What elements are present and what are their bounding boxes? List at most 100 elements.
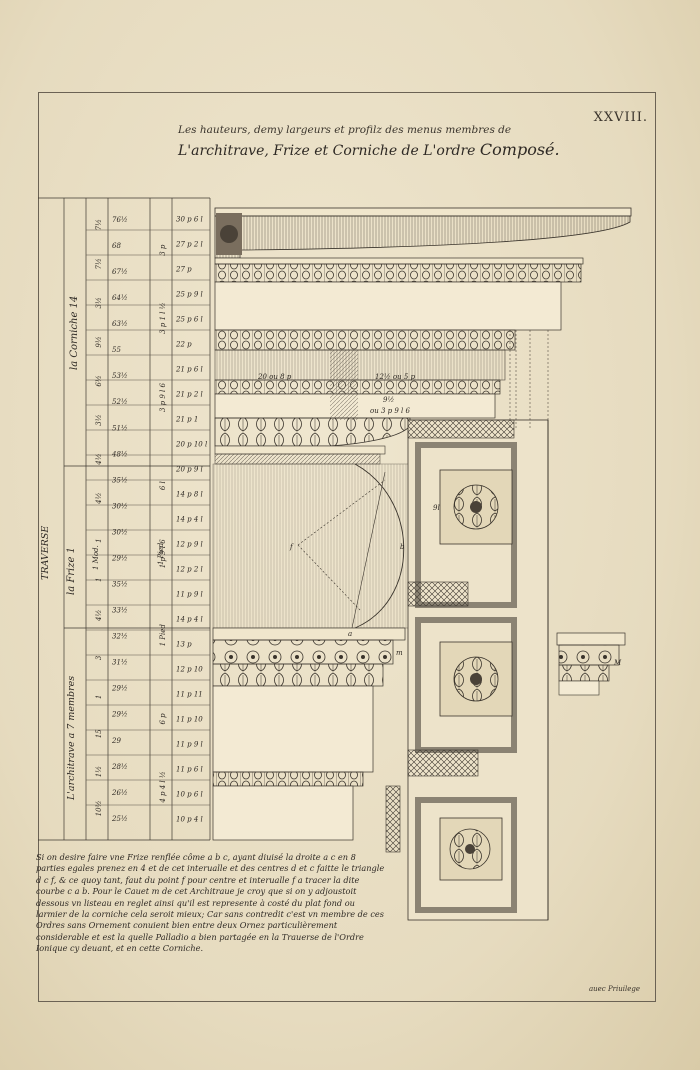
- frieze-profile: [212, 463, 414, 629]
- privilege-note: auec Priuilege: [588, 985, 640, 993]
- table-cell-projection: 35½: [112, 581, 128, 589]
- table-cell-height: 3 p: [159, 244, 167, 256]
- table-cell-height: 1 p 9 l 6: [159, 539, 167, 569]
- table-cell-feet: 25 p 6 l: [175, 315, 203, 323]
- table-cell-feet: 20 p 9 l: [175, 465, 203, 473]
- table-cell-height: 6 l: [159, 481, 167, 490]
- table-cell-member: 1½: [95, 766, 103, 777]
- table-cell-feet: 14 p 8 l: [176, 490, 203, 498]
- table-cell-projection: 67½: [112, 268, 128, 276]
- letter-m: m: [396, 649, 403, 657]
- table-cell-feet: 12 p 9 l: [176, 540, 203, 548]
- side-profile-detail: [556, 632, 626, 696]
- soffit-panels: [385, 419, 549, 921]
- table-cell-projection: 30½: [112, 528, 128, 536]
- table-cell-feet: 27 p: [175, 265, 192, 273]
- table-cell-feet: 11 p 9 l: [176, 590, 203, 598]
- table-cell-member: 3: [95, 655, 103, 660]
- table-cell-feet: 13 p: [176, 640, 192, 648]
- label-pied: 1 Pied: [157, 542, 165, 565]
- table-cell-member: 3½: [95, 414, 103, 425]
- table-cell-feet: 22 p: [175, 340, 192, 348]
- table-cell-feet: 12 p 10: [176, 665, 203, 673]
- table-cell-member: 9½: [95, 336, 103, 347]
- table-cell-feet: 21 p 1: [175, 415, 198, 423]
- table-cell-projection: 76½: [112, 216, 128, 224]
- table-cell-member: 7½: [95, 258, 103, 269]
- letter-a: a: [348, 630, 352, 638]
- architrave-profile: [212, 627, 406, 841]
- letter-b: b: [400, 543, 405, 551]
- caption-text: Si on desire faire vne Frize renflée côm…: [36, 852, 385, 954]
- label-module: 1 Mod.: [92, 545, 100, 570]
- table-cell-projection: 64½: [112, 294, 128, 302]
- dim-12-ou-5p: 12½ ou 5 p: [375, 373, 416, 381]
- label-frize: la Frize 1: [66, 547, 77, 595]
- title-order-name: Composé.: [479, 140, 560, 159]
- table-cell-member: 4½: [95, 492, 103, 504]
- plate-number: XXVIII.: [593, 110, 648, 125]
- plate-border: [38, 92, 656, 1002]
- table-cell-feet: 11 p 10: [176, 715, 203, 723]
- table-cell-member: 4½: [95, 453, 103, 465]
- table-cell-feet: 11 p 9 l: [176, 740, 203, 748]
- title-line-2-text: L'architrave, Frize et Corniche de L'ord…: [178, 143, 480, 159]
- table-cell-member: 1: [95, 695, 103, 699]
- cornice-profile: [214, 207, 632, 465]
- dim-9-half-b: ou 3 p 9 l 6: [370, 407, 410, 415]
- table-cell-projection: 29: [111, 737, 121, 745]
- table-cell-height: 3 p 1 l ½: [159, 302, 167, 334]
- label-architrave: L'architrave a 7 membres: [66, 676, 77, 801]
- table-column-feet: 30 p 6 l 27 p 2 l 27 p 25 p 9 l 25 p 6 l 22 p…: [175, 215, 207, 823]
- table-cell-feet: 21 p 6 l: [175, 365, 203, 373]
- table-cell-feet: 11 p 11: [176, 690, 203, 698]
- table-column-heights: 3 p3 p 1 l ½3 p 9 l 66 l1 p 9 l 61 Pied6…: [159, 244, 167, 804]
- table-cell-member: 10½: [95, 800, 103, 816]
- table-cell-member: 1: [95, 577, 103, 581]
- table-cell-height: 6 p: [159, 713, 167, 725]
- table-cell-feet: 10 p 6 l: [176, 790, 203, 798]
- table-cell-feet: 21 p 2 l: [175, 390, 203, 398]
- table-cell-projection: 29½: [111, 554, 128, 562]
- table-cell-height: 3 p 9 l 6: [159, 383, 167, 413]
- table-cell-feet: 10 p 4 l: [176, 815, 203, 823]
- table-cell-projection: 26½: [111, 789, 128, 797]
- table-cell-feet: 14 p 4 l: [176, 515, 203, 523]
- table-cell-feet: 27 p 2 l: [175, 240, 203, 248]
- table-cell-height: 4 p 4 l ½: [159, 771, 167, 804]
- title-line-2: L'architrave, Frize et Corniche de L'ord…: [178, 140, 560, 159]
- table-cell-feet: 14 p 4 l: [176, 615, 203, 623]
- table-cell-projection: 28½: [111, 763, 128, 771]
- table-cell-member: 4½: [95, 610, 103, 622]
- table-cell-projection: 51½: [112, 424, 128, 432]
- label-9l: 9l: [433, 504, 440, 512]
- table-cell-feet: 30 p 6 l: [176, 215, 203, 223]
- label-corniche: la Corniche 14: [69, 296, 80, 370]
- table-cell-height: 1 Pied: [159, 624, 167, 647]
- table-cell-projection: 29½: [111, 685, 128, 693]
- dim-9-half: 9½: [383, 396, 394, 404]
- table-cell-member: 3½: [95, 297, 103, 308]
- table-cell-projection: 32½: [112, 633, 128, 641]
- table-cell-feet: 11 p 6 l: [176, 765, 203, 773]
- table-cell-projection: 31½: [112, 659, 128, 667]
- table-cell-projection: 35½: [112, 476, 128, 484]
- projection-lines: [509, 330, 549, 430]
- dim-20-ou-8p: 20 ou 8 p: [257, 373, 292, 381]
- table-cell-projection: 29½: [111, 711, 128, 719]
- table-cell-projection: 52½: [112, 398, 128, 406]
- table-cell-member: 1: [95, 538, 103, 542]
- table-cell-projection: 55: [112, 346, 121, 354]
- table-cell-feet: 25 p 9 l: [175, 290, 203, 298]
- table-cell-projection: 30½: [112, 502, 128, 510]
- table-cell-projection: 33½: [112, 607, 128, 615]
- table-cell-projection: 25½: [111, 815, 128, 823]
- table-cell-projection: 68: [112, 242, 121, 250]
- title-line-1: Les hauteurs, demy largeurs et profilz d…: [178, 124, 512, 136]
- table-cell-projection: 48½: [111, 450, 128, 458]
- table-cell-projection: 63½: [112, 320, 128, 328]
- table-cell-feet: 20 p 10 l: [175, 440, 207, 448]
- table-cell-member: 15: [95, 729, 103, 738]
